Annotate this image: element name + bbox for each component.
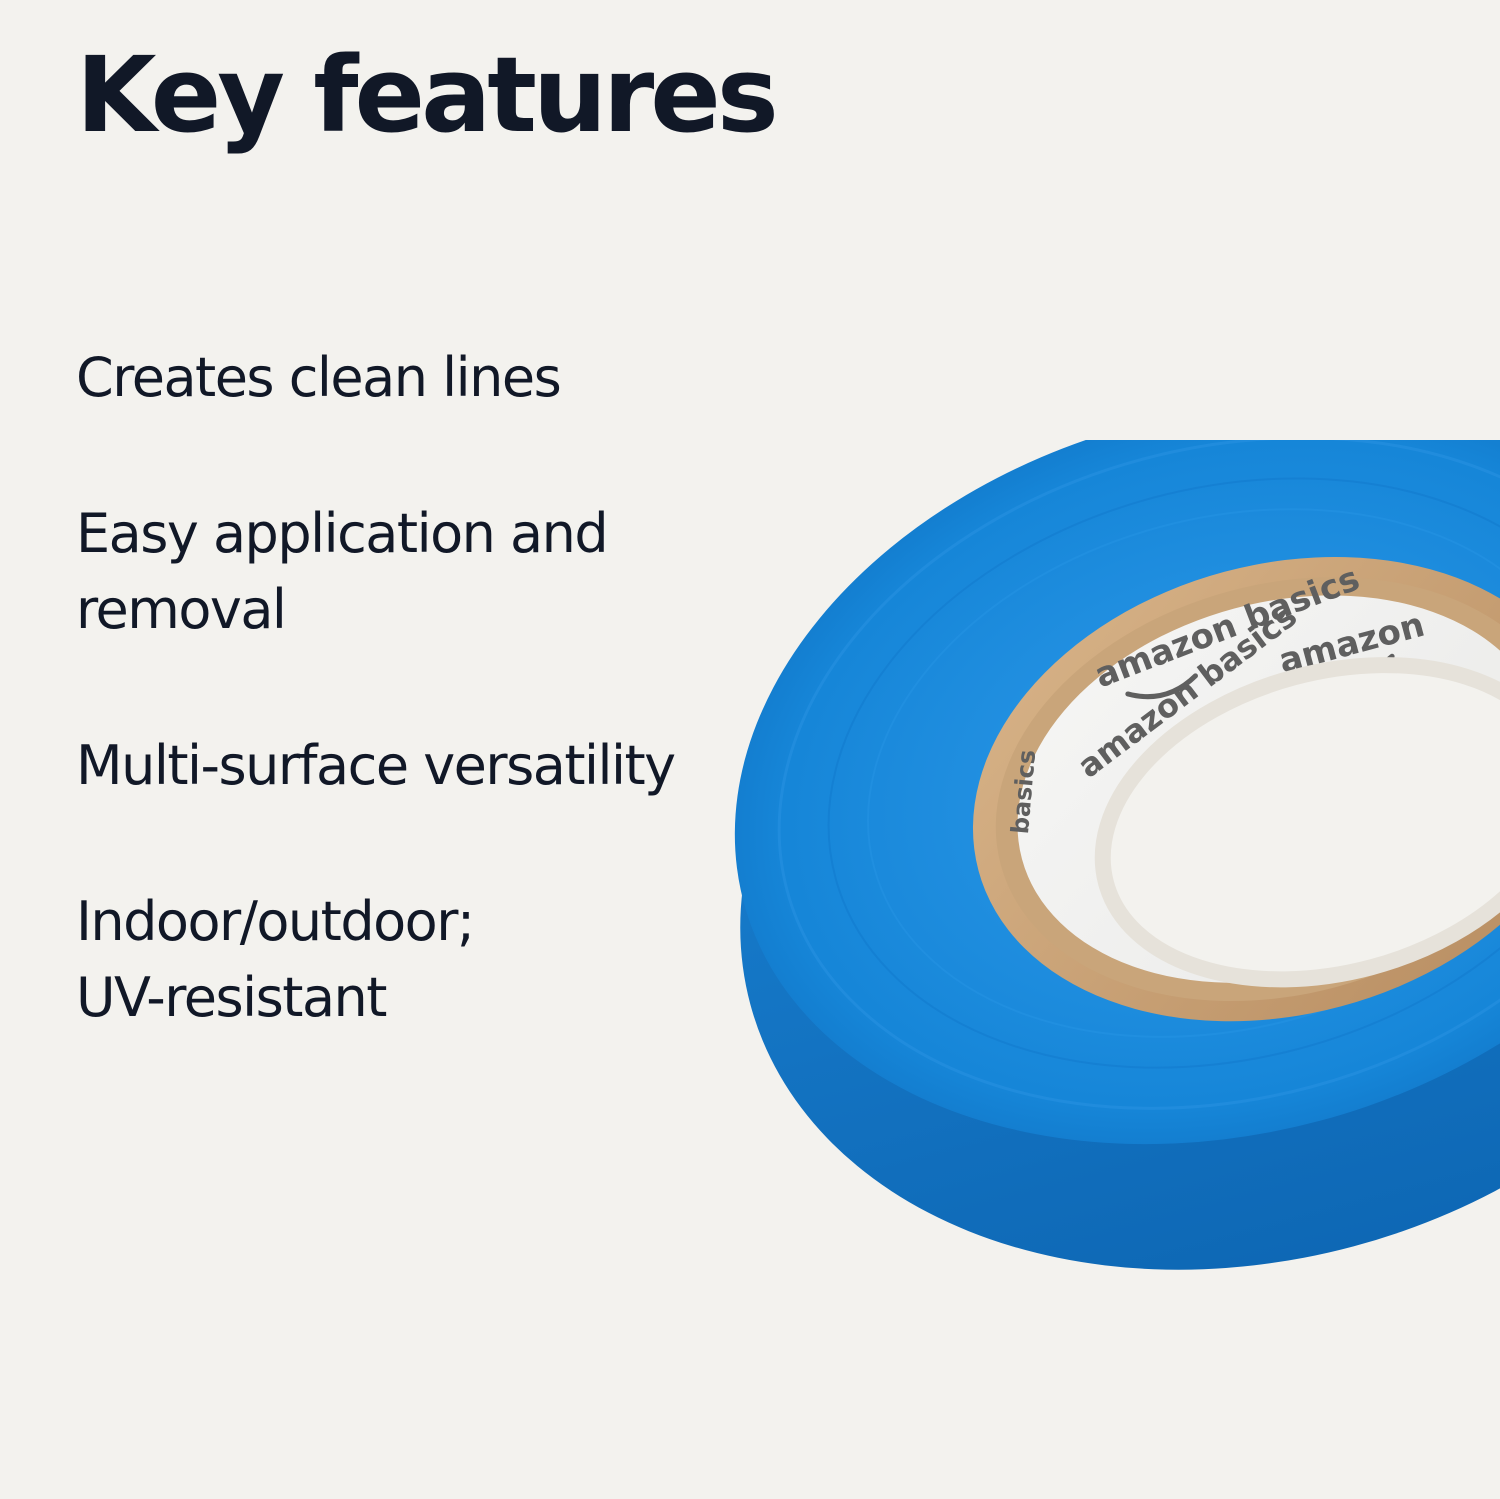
page-title: Key features [76,34,779,156]
feature-item-application-removal: Easy application and removal [76,502,609,641]
feature-item-clean-lines: Creates clean lines [76,346,562,409]
feature-item-multi-surface: Multi-surface versatility [76,734,676,797]
feature-list: Creates clean lines Easy application and… [76,340,756,1036]
product-image: amazon basics amazon amazon basics amazo… [720,440,1500,1499]
feature-item-indoor-outdoor: Indoor/outdoor; UV-resistant [76,890,475,1029]
tape-roll-image: amazon basics amazon amazon basics amazo… [734,440,1500,1270]
